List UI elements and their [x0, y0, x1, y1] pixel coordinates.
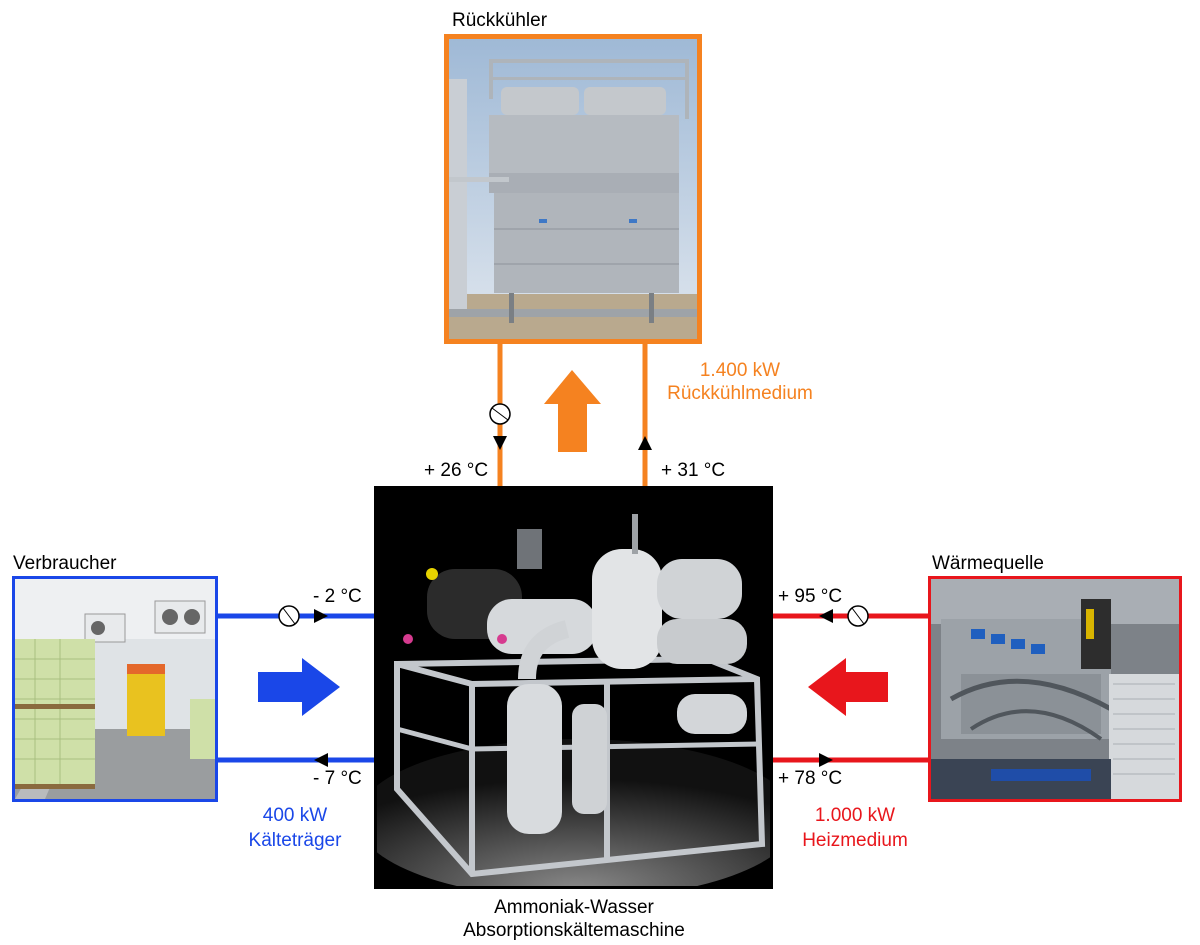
chilled-supply-temp: - 2 °C [313, 586, 362, 607]
cold-storage-photo [12, 576, 218, 802]
heat-source-title: Wärmequelle [932, 553, 1044, 574]
energy-flow-arrow-icon [808, 658, 888, 716]
engine-photo [928, 576, 1182, 802]
chilled-return-temp: - 7 °C [313, 768, 362, 789]
energy-flow-arrow-icon [258, 658, 340, 716]
machine-name-line1: Ammoniak-Wasser [494, 897, 654, 918]
pump-icon [278, 605, 300, 627]
consumer-title: Verbraucher [13, 553, 117, 574]
flow-direction-arrow-icon [638, 436, 652, 450]
pump-icon [847, 605, 869, 627]
cooler-title: Rückkühler [452, 10, 548, 31]
heating-medium: Heizmedium [802, 830, 908, 851]
cooling-power: 1.400 kW [699, 360, 781, 381]
flow-direction-arrow-icon [314, 609, 328, 623]
pump-icon [489, 403, 511, 425]
machine-name-line2: Absorptionskältemaschine [463, 920, 685, 941]
energy-flow-arrow-icon [544, 370, 601, 452]
cooling-return-temp: + 31 °C [661, 460, 726, 481]
chilled-power: 400 kW [262, 805, 328, 826]
cooling-supply-temp: + 26 °C [424, 460, 489, 481]
heating-supply-temp: + 95 °C [778, 586, 843, 607]
heating-return-temp: + 78 °C [778, 768, 843, 789]
chilled-medium: Kälteträger [248, 830, 342, 851]
cooling-medium: Rückkühlmedium [667, 383, 813, 404]
heating-power: 1.000 kW [814, 805, 896, 826]
flow-direction-arrow-icon [493, 436, 507, 450]
absorption-chiller-photo [374, 486, 773, 889]
cooling-tower-photo [444, 34, 702, 344]
flow-direction-arrow-icon [314, 753, 328, 767]
flow-direction-arrow-icon [819, 753, 833, 767]
flow-direction-arrow-icon [819, 609, 833, 623]
